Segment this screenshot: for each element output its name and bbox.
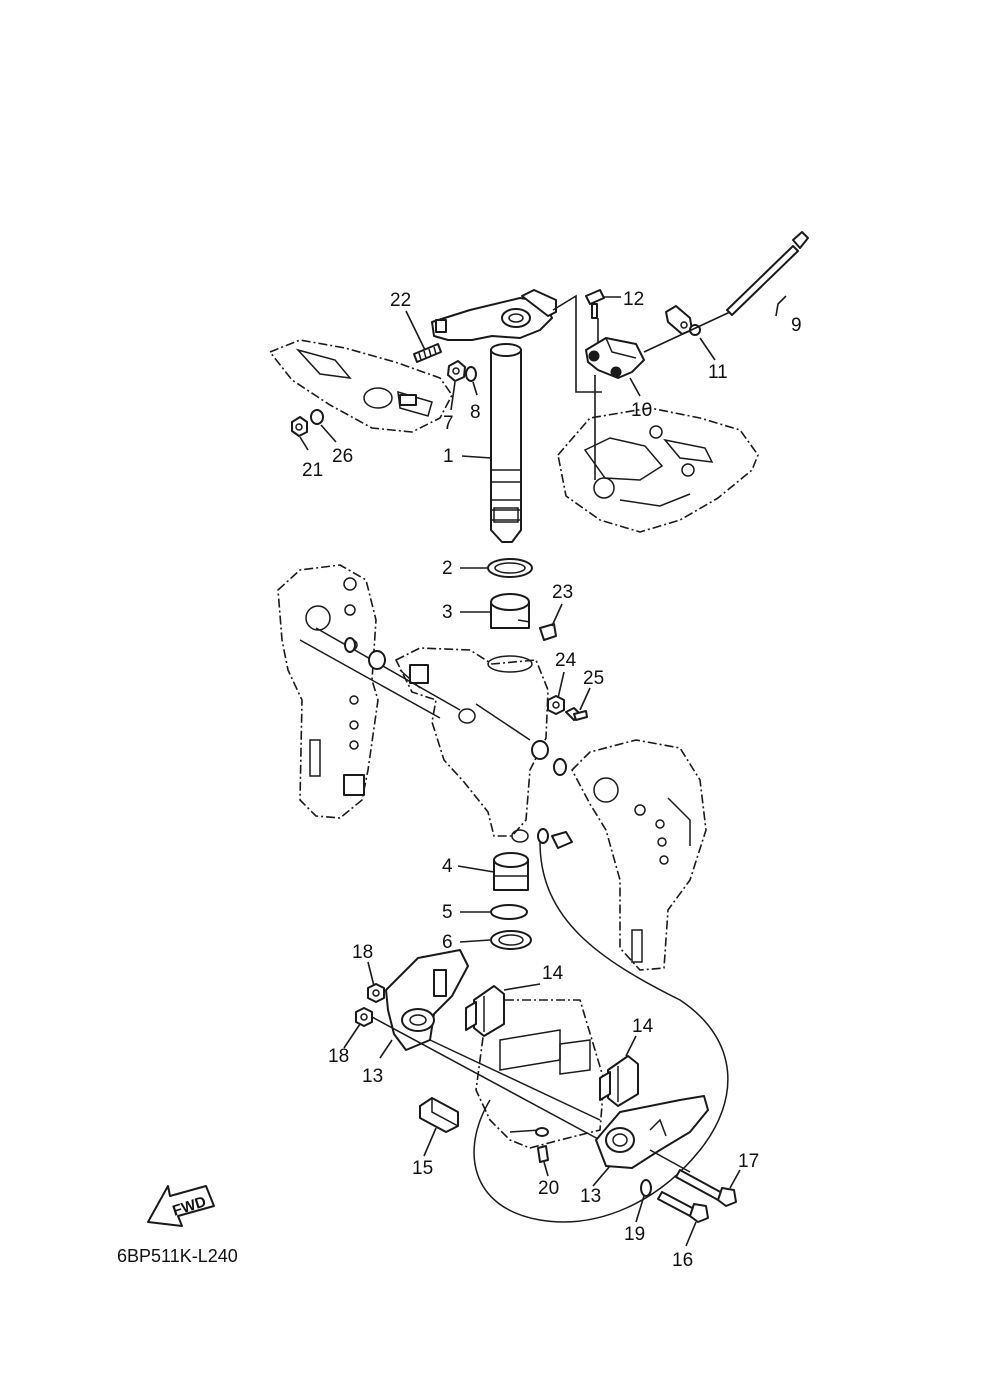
callout-10: 10 — [631, 400, 652, 421]
callout-3: 3 — [442, 602, 453, 623]
callout-17: 17 — [738, 1151, 759, 1172]
left-clamp-bracket — [277, 564, 379, 819]
washer-part-26 — [310, 409, 324, 425]
bushing-part-4 — [493, 852, 529, 891]
pad-part-14-right — [599, 1055, 639, 1107]
pivot-tube — [299, 627, 461, 719]
lower-casing-outline — [475, 999, 605, 1149]
mount-plate — [557, 407, 759, 533]
callout-13-right: 13 — [580, 1186, 601, 1207]
leader-lines — [299, 295, 787, 1247]
guide-line — [649, 1149, 691, 1173]
callout-11: 11 — [708, 362, 728, 383]
seal-part-6 — [490, 930, 532, 950]
bolt-part-17 — [675, 1169, 737, 1207]
callout-13-left: 13 — [362, 1066, 383, 1087]
callout-15: 15 — [412, 1158, 433, 1179]
upper-mount-bracket — [269, 339, 453, 433]
callout-9: 9 — [791, 315, 802, 336]
callout-5: 5 — [442, 902, 453, 923]
nut-part-7 — [447, 360, 466, 382]
long-bolt-part-9 — [726, 231, 809, 316]
callout-25: 25 — [583, 668, 604, 689]
pad-part-23 — [539, 623, 557, 641]
guide-line — [643, 311, 731, 353]
clip-part-11 — [665, 305, 701, 336]
callout-18-upper: 18 — [352, 942, 373, 963]
callout-22: 22 — [390, 290, 411, 311]
callout-24: 24 — [555, 650, 577, 671]
stud-part-22 — [413, 343, 442, 363]
guide-line — [552, 294, 602, 393]
seal-part-2 — [487, 558, 533, 578]
callout-20: 20 — [538, 1178, 559, 1199]
bolt-part-25 — [565, 707, 588, 721]
callout-19: 19 — [624, 1224, 645, 1245]
bracket-part-10 — [585, 318, 645, 379]
guide-line — [371, 1016, 601, 1141]
callout-12: 12 — [623, 289, 644, 310]
guide-line — [429, 1039, 601, 1121]
washer-part-8 — [465, 366, 477, 382]
callout-16: 16 — [672, 1250, 693, 1271]
callout-18-lower: 18 — [328, 1046, 349, 1067]
screw-part-20 — [537, 1145, 549, 1163]
callout-labels: 22 12 9 11 10 7 8 26 21 1 2 23 3 24 25 4… — [302, 289, 802, 1271]
nut-part-18-lower — [355, 1007, 373, 1027]
callout-21: 21 — [302, 460, 323, 481]
nut-part-21 — [291, 416, 308, 437]
collar-part — [531, 740, 549, 760]
diagram-code: 6BP511K-L240 — [117, 1246, 238, 1266]
bolt-part-12 — [585, 289, 605, 319]
washer-part-19 — [640, 1179, 652, 1197]
callout-14-right: 14 — [632, 1016, 654, 1037]
callout-23: 23 — [552, 582, 573, 603]
swivel-bracket — [395, 647, 549, 843]
right-clamp-bracket — [571, 739, 707, 971]
pad-part-14-left — [465, 985, 505, 1037]
callout-4: 4 — [442, 856, 453, 877]
callout-1: 1 — [443, 446, 454, 467]
fwd-arrow-icon: FWD — [147, 1185, 215, 1227]
callout-8: 8 — [470, 402, 481, 423]
bolt-swivel-lower — [537, 828, 573, 849]
bolt-part-16 — [657, 1191, 709, 1223]
callout-6: 6 — [442, 932, 453, 953]
mount-part-13-right — [595, 1095, 709, 1169]
callout-26: 26 — [332, 446, 353, 467]
washer-right — [553, 758, 567, 776]
bushing-part-3 — [490, 593, 531, 629]
pad-part-15 — [419, 1097, 459, 1133]
nut-part-24 — [547, 695, 565, 715]
callout-14-upper: 14 — [542, 963, 564, 984]
callout-7: 7 — [443, 413, 454, 434]
o-ring-part-5 — [490, 904, 528, 920]
nut-part-18-upper — [367, 983, 385, 1003]
callout-2: 2 — [442, 558, 453, 579]
mount-part-13-left — [385, 949, 469, 1051]
steering-shaft-part-1 — [431, 289, 557, 543]
hose-line — [473, 841, 729, 1223]
